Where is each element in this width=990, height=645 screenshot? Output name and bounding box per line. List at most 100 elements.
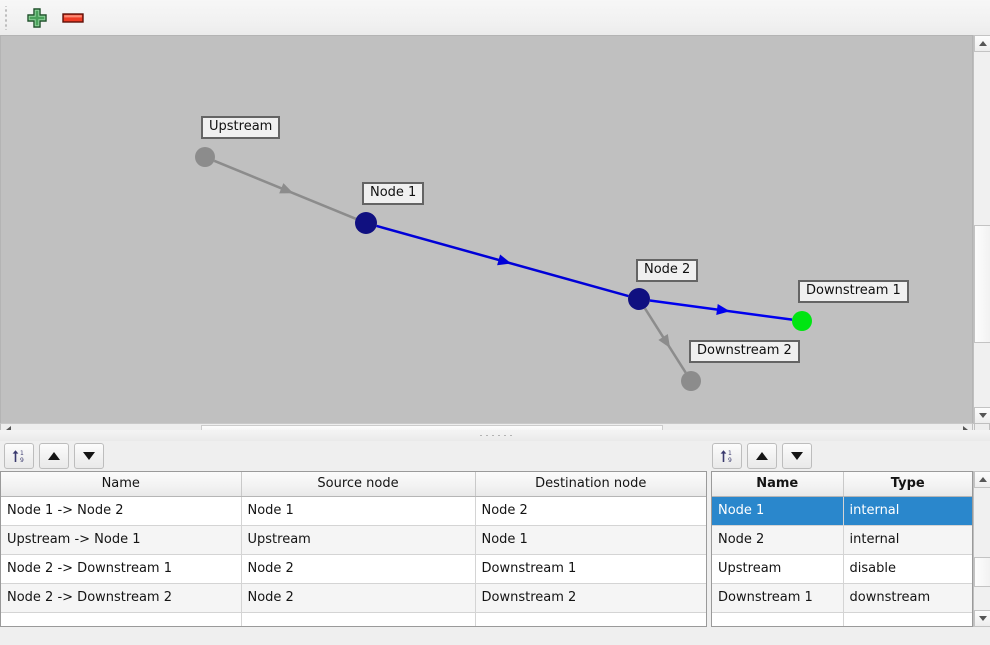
nodes-move-up-button[interactable] [747, 443, 777, 469]
nodes-table-scrollbar[interactable] [973, 471, 990, 627]
edges-cell-1[interactable]: Node 2 [241, 583, 476, 613]
nodes-scroll-down-button[interactable] [974, 610, 990, 627]
node-label-downstream1[interactable]: Downstream 1 [798, 280, 909, 303]
nodes-cell-0[interactable]: Node 2 [712, 525, 844, 555]
edges-cell-2[interactable]: Downstream 2 [475, 583, 706, 613]
edges-empty-cell [241, 612, 476, 626]
node-label-node2[interactable]: Node 2 [636, 259, 699, 282]
edge-arrow-node2-downstream1 [716, 303, 730, 316]
scroll-up-button[interactable] [974, 35, 990, 52]
toolbar-drag-handle[interactable] [3, 5, 13, 30]
edges-cell-2[interactable]: Downstream 1 [475, 554, 706, 584]
nodes-empty-cell [712, 612, 844, 626]
edges-column-header-2[interactable]: Destination node [475, 472, 706, 497]
edge-arrow-node1-node2 [497, 254, 512, 266]
edges-cell-0[interactable]: Node 2 -> Downstream 2 [1, 583, 242, 613]
plus-icon [27, 7, 47, 28]
pane-splitter[interactable] [0, 430, 990, 441]
graph-node-downstream1[interactable] [792, 311, 812, 331]
nodes-cell-0[interactable]: Downstream 1 [712, 583, 844, 613]
edges-cell-1[interactable]: Upstream [241, 525, 476, 555]
nodes-cell-0[interactable]: Node 1 [712, 496, 844, 526]
edges-column-header-0[interactable]: Name [1, 472, 242, 497]
nodes-scroll-thumb[interactable] [974, 557, 990, 587]
nodes-cell-1[interactable]: downstream [843, 583, 972, 613]
edges-sort-button[interactable]: 1 9 [4, 443, 34, 469]
node-label-upstream[interactable]: Upstream [201, 116, 281, 139]
edges-empty-row [1, 612, 706, 626]
triangle-down-icon [978, 413, 987, 418]
edges-cell-1[interactable]: Node 2 [241, 554, 476, 584]
nodes-cell-1[interactable]: internal [843, 525, 972, 555]
scroll-down-button[interactable] [974, 407, 990, 424]
edges-cell-1[interactable]: Node 1 [241, 496, 476, 526]
edges-cell-2[interactable]: Node 2 [475, 496, 706, 526]
edges-move-up-button[interactable] [39, 443, 69, 469]
nodes-empty-row [712, 612, 972, 626]
vertical-scroll-thumb[interactable] [974, 225, 990, 343]
add-node-button[interactable] [19, 2, 55, 34]
nodes-cell-1[interactable]: disable [843, 554, 972, 584]
edge-arrow-upstream-node1 [279, 183, 294, 194]
svg-text:1: 1 [728, 450, 732, 457]
edges-move-down-button[interactable] [74, 443, 104, 469]
nodes-column-header-1[interactable]: Type [843, 472, 972, 497]
splitter-grip-icon [478, 434, 512, 437]
edge-arrow-node2-downstream2 [658, 334, 671, 349]
nodes-toolbar: 1 9 [712, 443, 812, 469]
svg-text:9: 9 [20, 457, 24, 464]
graph-node-downstream2[interactable] [681, 371, 701, 391]
triangle-up-icon [978, 477, 987, 482]
canvas-vertical-scrollbar[interactable] [973, 35, 990, 424]
graph-node-node1[interactable] [355, 212, 377, 234]
sort-icon: 1 9 [720, 450, 732, 464]
minus-icon [62, 12, 84, 23]
graph-drawing[interactable] [1, 36, 957, 423]
node-label-node1[interactable]: Node 1 [362, 182, 425, 205]
edges-toolbar: 1 9 [4, 443, 104, 469]
nodes-scroll-up-button[interactable] [974, 471, 990, 488]
svg-text:9: 9 [728, 457, 732, 464]
triangle-down-icon [791, 452, 803, 460]
nodes-empty-cell [843, 612, 972, 626]
main-toolbar [0, 0, 990, 36]
nodes-cell-0[interactable]: Upstream [712, 554, 844, 584]
graph-node-upstream[interactable] [195, 147, 215, 167]
remove-node-button[interactable] [55, 2, 91, 34]
edges-cell-0[interactable]: Upstream -> Node 1 [1, 525, 242, 555]
triangle-down-icon [83, 452, 95, 460]
nodes-sort-button[interactable]: 1 9 [712, 443, 742, 469]
edges-column-header-1[interactable]: Source node [241, 472, 476, 497]
edges-empty-cell [1, 612, 242, 626]
triangle-up-icon [48, 452, 60, 460]
triangle-up-icon [756, 452, 768, 460]
graph-node-node2[interactable] [628, 288, 650, 310]
edges-empty-cell [475, 612, 706, 626]
nodes-cell-1[interactable]: internal [843, 496, 972, 526]
edges-cell-2[interactable]: Node 1 [475, 525, 706, 555]
node-label-downstream2[interactable]: Downstream 2 [689, 340, 800, 363]
nodes-column-header-0[interactable]: Name [712, 472, 844, 497]
nodes-move-down-button[interactable] [782, 443, 812, 469]
triangle-down-icon [978, 616, 987, 621]
edges-cell-0[interactable]: Node 2 -> Downstream 1 [1, 554, 242, 584]
edges-cell-0[interactable]: Node 1 -> Node 2 [1, 496, 242, 526]
